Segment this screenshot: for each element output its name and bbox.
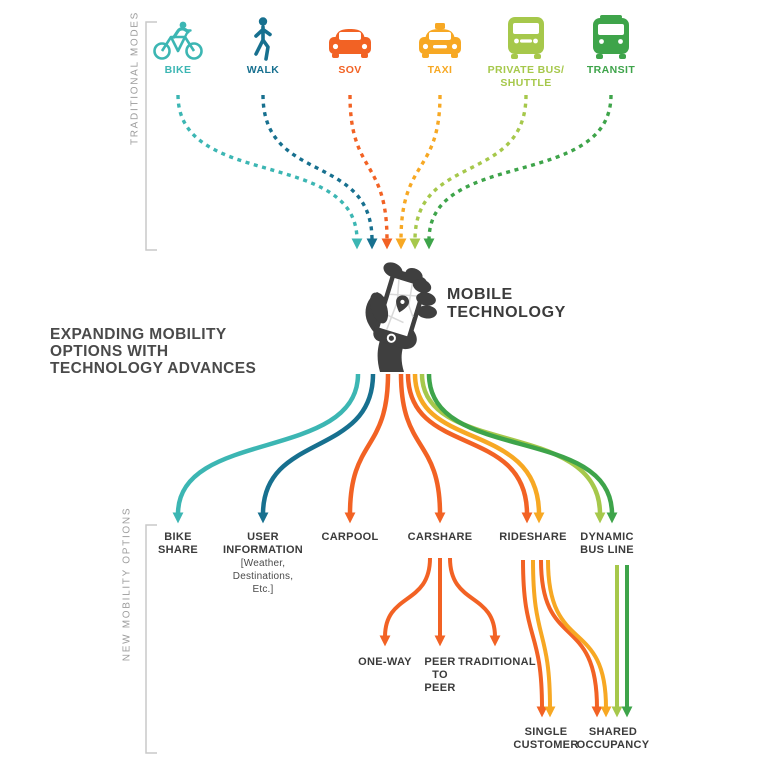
flow-to-carshare <box>398 373 446 524</box>
transit-bus-icon <box>591 15 631 66</box>
new-mobility-bracket <box>145 524 157 754</box>
flow-walk-to-mobile <box>261 94 378 250</box>
flow-taxi-to-mobile <box>395 94 442 250</box>
traditional-to-mobile-flows <box>176 94 613 250</box>
user-information-note2: Destinations, <box>232 571 294 582</box>
single-customer-line2: CUSTOMER <box>513 739 579 751</box>
peer-to-peer-label: PEER TO PEER <box>424 656 455 695</box>
user-information-label: USER INFORMATION [Weather, Destinations,… <box>223 531 303 596</box>
traditional-carshare-label: TRADITIONAL <box>458 656 536 668</box>
page-title: EXPANDING MOBILITY OPTIONS WITH TECHNOLO… <box>50 326 256 377</box>
mobile-technology-label: MOBILE TECHNOLOGY <box>447 286 566 322</box>
taxi-label: TAXI <box>427 64 453 76</box>
taxi-icon <box>417 23 463 64</box>
bike-share-line1: BIKE <box>164 531 192 543</box>
dynamic-bus-line-line1: DYNAMIC <box>580 531 634 543</box>
mobile-to-options-flows <box>172 373 618 524</box>
carshare-branch-flows <box>379 557 501 647</box>
bike-share-label: BIKE SHARE <box>158 531 198 557</box>
flow-to-dynamic-bus-1 <box>419 373 606 524</box>
car-icon <box>327 27 373 64</box>
carpool-label: CARPOOL <box>321 531 379 543</box>
peer-to-peer-line3: PEER <box>424 682 456 694</box>
user-information-line1: USER <box>247 531 279 543</box>
new-mobility-options-section-label: NEW MOBILITY OPTIONS <box>121 506 133 662</box>
user-information-note1: [Weather, <box>240 558 286 569</box>
single-customer-line1: SINGLE <box>524 726 568 738</box>
carshare-label: CARSHARE <box>407 531 473 543</box>
flow-transit-to-mobile <box>423 94 613 250</box>
bicycle-icon <box>152 21 204 66</box>
private-bus-label-line1: PRIVATE BUS/ <box>487 64 565 76</box>
transit-label: TRANSIT <box>586 64 636 76</box>
flow-to-rideshare-1 <box>405 373 533 524</box>
flow-bike-to-mobile <box>176 94 363 250</box>
flow-private-bus-to-mobile <box>409 94 528 250</box>
dynamic-bus-line-line2: BUS LINE <box>580 544 634 556</box>
peer-to-peer-line2: TO <box>432 669 448 681</box>
rideshare-label: RIDESHARE <box>499 531 567 543</box>
flow-to-rideshare-2 <box>412 373 545 524</box>
shared-occupancy-line1: SHARED <box>588 726 638 738</box>
mobile-technology-line1: MOBILE <box>447 286 513 303</box>
traditional-modes-bracket <box>145 21 157 251</box>
flow-rideshare-shared-1 <box>539 559 603 718</box>
peer-to-peer-line1: PEER <box>424 656 456 668</box>
one-way-label: ONE-WAY <box>358 656 412 668</box>
flow-to-bike-share <box>172 373 361 524</box>
flow-to-carpool <box>344 373 391 524</box>
user-information-line2: INFORMATION <box>222 544 304 556</box>
pedestrian-icon <box>251 17 275 68</box>
flow-to-user-information <box>257 373 376 524</box>
private-bus-label-line2: SHUTTLE <box>500 76 552 89</box>
rideshare-outcome-flows <box>521 559 612 718</box>
dynamic-bus-line-label: DYNAMIC BUS LINE <box>580 531 634 557</box>
shared-occupancy-label: SHARED OCCUPANCY <box>577 726 650 752</box>
dynamic-bus-outcome-flows <box>611 565 633 718</box>
bike-label: BIKE <box>164 64 192 76</box>
flow-carshare-one-way <box>379 557 432 647</box>
shared-occupancy-line2: OCCUPANCY <box>576 739 650 751</box>
page-title-line1: EXPANDING MOBILITY <box>50 326 227 343</box>
page-title-line2: OPTIONS WITH <box>50 343 169 360</box>
flow-rideshare-single-2 <box>531 559 556 718</box>
hand-holding-phone-icon <box>357 258 443 379</box>
sov-label: SOV <box>338 64 362 76</box>
single-customer-label: SINGLE CUSTOMER <box>513 726 578 752</box>
page-title-line3: TECHNOLOGY ADVANCES <box>50 360 257 377</box>
user-information-note3: Etc.] <box>252 584 274 595</box>
private-bus-shuttle-label: PRIVATE BUS/ SHUTTLE <box>488 64 565 89</box>
bike-share-line2: SHARE <box>157 544 199 556</box>
walk-label: WALK <box>246 64 280 76</box>
flow-rideshare-shared-2 <box>546 559 612 718</box>
traditional-modes-section-label: TRADITIONAL MODES <box>129 10 141 146</box>
mobile-technology-line2: TECHNOLOGY <box>447 304 566 321</box>
flow-to-dynamic-bus-2 <box>426 373 618 524</box>
shuttle-bus-icon <box>506 15 546 66</box>
flow-carshare-traditional <box>448 557 501 647</box>
flow-rideshare-single-1 <box>521 559 548 718</box>
